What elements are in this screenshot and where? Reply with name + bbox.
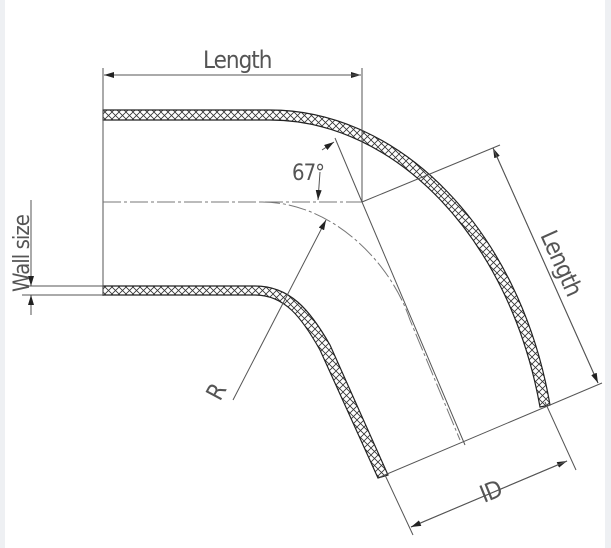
id-extension-right: [544, 401, 577, 471]
end-face-line: [379, 382, 603, 478]
top-length-label: Length: [203, 46, 271, 74]
left-margin: [0, 0, 5, 548]
outer-wall: [102, 109, 551, 408]
id-label: ID: [476, 475, 506, 509]
right-length-extension-top: [361, 144, 501, 203]
angle-label: 67°: [292, 161, 324, 186]
angle-reference-line: [334, 137, 363, 203]
bend-axis-line: [361, 201, 466, 446]
center-line-arc: [261, 201, 461, 441]
wall-size-label: Wall size: [10, 214, 35, 292]
radius-label: R: [201, 378, 233, 404]
radius-leader: [232, 219, 327, 401]
right-margin: [605, 0, 611, 548]
inner-wall: [102, 285, 389, 479]
id-extension-left: [384, 474, 414, 536]
right-length-label: Length: [535, 226, 588, 300]
